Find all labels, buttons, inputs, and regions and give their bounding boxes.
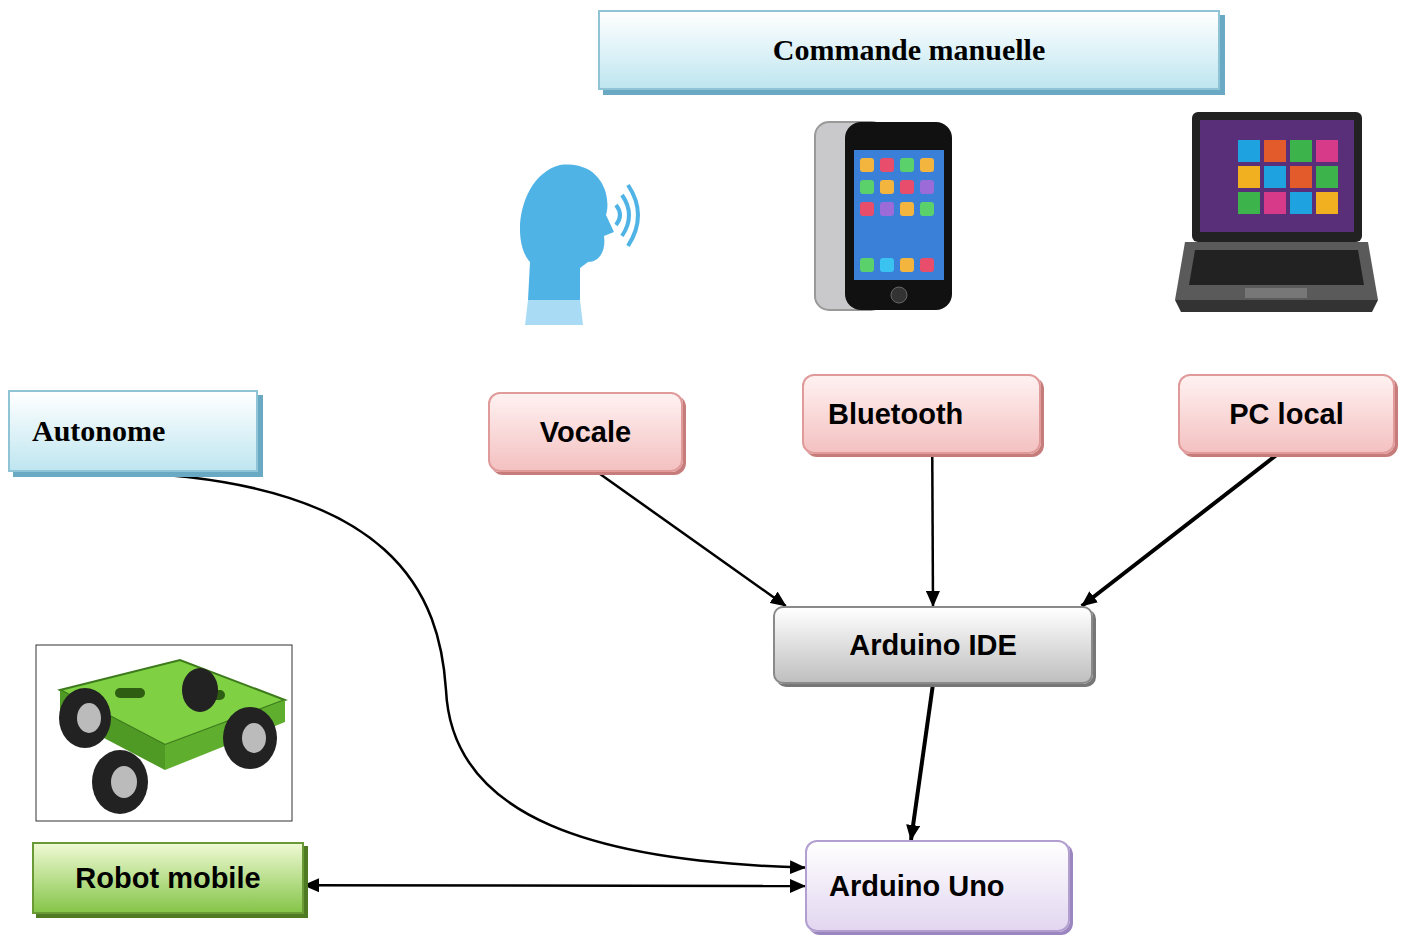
input-box: PC local xyxy=(1178,374,1395,454)
box-label: Vocale xyxy=(540,416,631,449)
connector-arrow xyxy=(108,472,805,868)
connector-arrow xyxy=(304,884,805,887)
box-label: Autonome xyxy=(32,414,165,448)
input-box: Vocale xyxy=(488,392,683,472)
input-box: Bluetooth xyxy=(802,374,1041,454)
box-label: PC local xyxy=(1229,398,1343,431)
box-label: Robot mobile xyxy=(75,862,260,895)
controller-box: Arduino Uno xyxy=(805,840,1070,932)
laptop-icon xyxy=(1175,112,1378,312)
box-label: Arduino IDE xyxy=(849,629,1017,662)
box-label: Bluetooth xyxy=(828,398,963,431)
box-label: Arduino Uno xyxy=(829,870,1005,903)
mode-banner: Commande manuelle xyxy=(598,10,1220,90)
connector-arrow xyxy=(911,684,933,840)
phone-icon xyxy=(815,122,952,310)
software-box: Arduino IDE xyxy=(773,606,1093,684)
connector-arrow xyxy=(1082,454,1278,606)
robot-box: Robot mobile xyxy=(32,842,304,914)
connector-arrow xyxy=(597,472,786,606)
voice-icon xyxy=(520,165,638,325)
robot-car-picture xyxy=(36,645,292,821)
connector-arrow xyxy=(931,454,934,606)
box-label: Commande manuelle xyxy=(773,33,1046,67)
mode-banner: Autonome xyxy=(8,390,258,472)
